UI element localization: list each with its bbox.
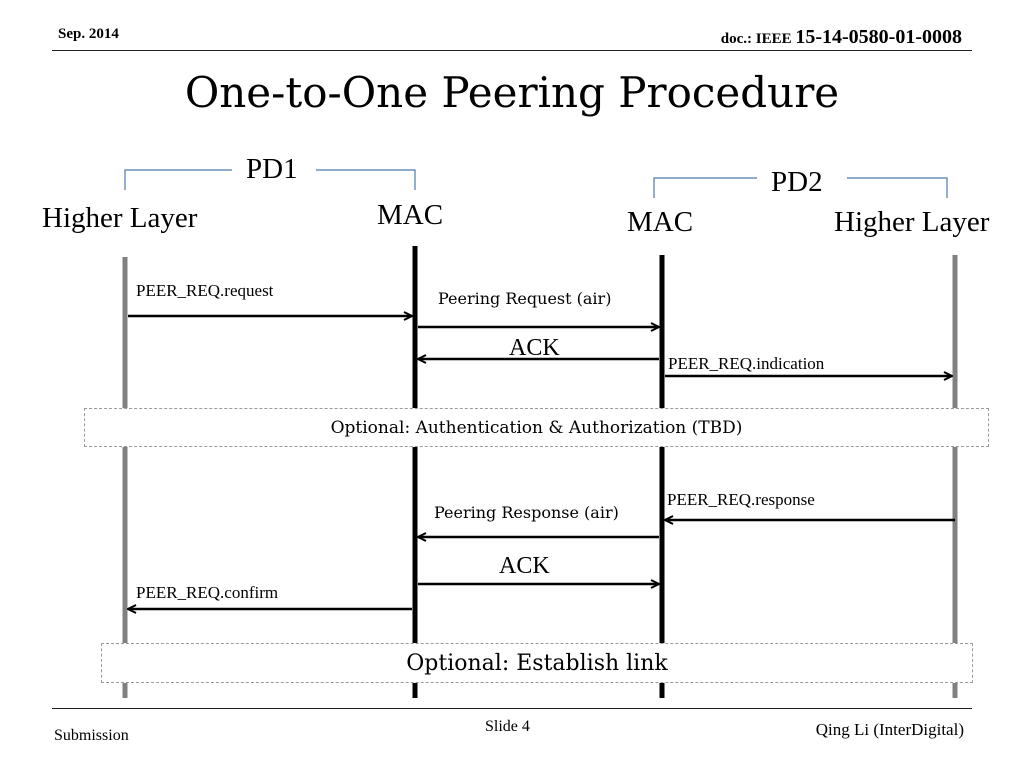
optional-auth-label: Optional: Authentication & Authorization…	[330, 417, 743, 438]
pd1-bracket	[124, 169, 416, 190]
mac-2-label: MAC	[627, 206, 694, 238]
higher-layer-1-label: Higher Layer	[42, 202, 198, 234]
ack-1-label: ACK	[509, 335, 560, 361]
doc-prefix: doc.: IEEE	[720, 31, 796, 47]
peer-req-indication-label: PEER_REQ.indication	[668, 354, 825, 373]
peer-req-response-label: PEER_REQ.response	[667, 490, 815, 509]
slide-title: One-to-One Peering Procedure	[184, 68, 840, 117]
optional-link-label: Optional: Establish link	[406, 650, 668, 676]
higher-layer-2-label: Higher Layer	[834, 206, 990, 238]
mac-1-label: MAC	[377, 199, 444, 231]
footer-author: Qing Li (InterDigital)	[815, 720, 964, 739]
ack-2-label: ACK	[499, 553, 550, 579]
header-doc-id: doc.: IEEE 15-14-0580-01-0008	[721, 26, 962, 49]
header-rule	[52, 50, 972, 51]
pd2-bracket	[653, 177, 948, 198]
footer-submission: Submission	[54, 727, 129, 744]
pd1-label: PD1	[246, 153, 298, 185]
pd2-label: PD2	[771, 166, 823, 198]
footer-slide-number: Slide 4	[485, 718, 530, 735]
optional-link-box: Optional: Establish link	[101, 643, 973, 683]
peer-req-confirm-label: PEER_REQ.confirm	[136, 583, 279, 602]
footer-rule	[52, 708, 972, 709]
optional-auth-box: Optional: Authentication & Authorization…	[84, 408, 989, 447]
peer-req-request-label: PEER_REQ.request	[136, 281, 274, 300]
doc-number: 15-14-0580-01-0008	[795, 26, 962, 48]
peering-response-air-label: Peering Response (air)	[434, 503, 619, 522]
header-date: Sep. 2014	[58, 26, 119, 42]
peering-request-air-label: Peering Request (air)	[438, 289, 612, 308]
